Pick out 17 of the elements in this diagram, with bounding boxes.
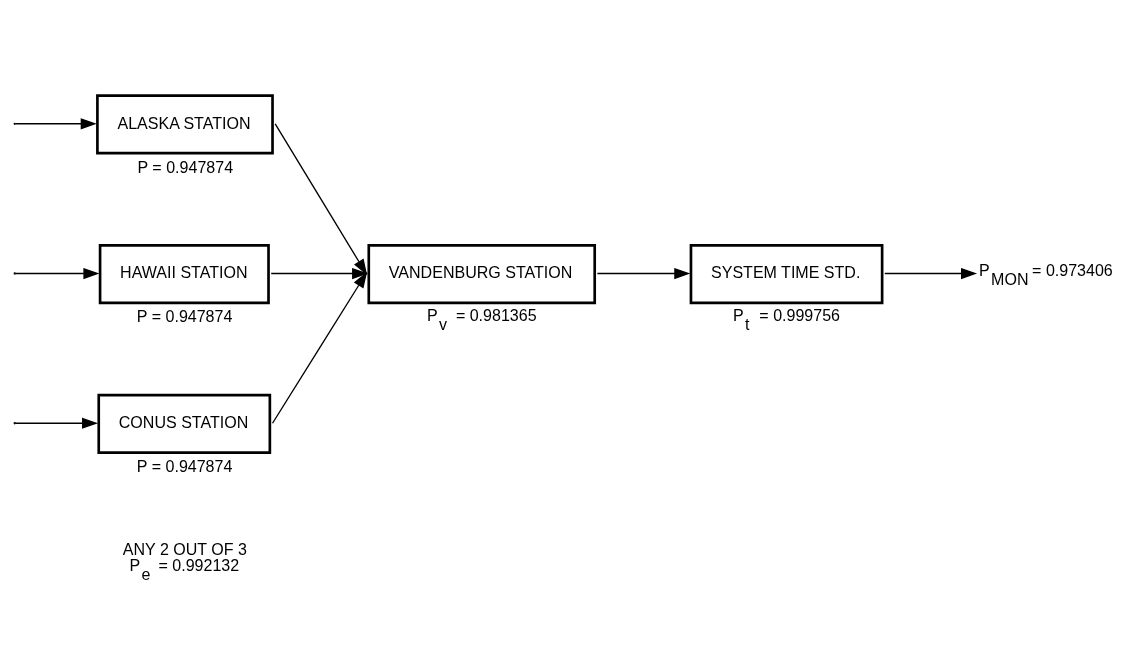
arrow <box>14 267 100 279</box>
arrow <box>14 417 99 429</box>
arrow <box>884 267 978 279</box>
node-box: HAWAII STATION <box>98 243 270 304</box>
arrow <box>274 122 368 275</box>
node-label: P = 0.947874 <box>136 306 233 325</box>
node-box: ALASKA STATION <box>96 93 274 155</box>
node-box: VANDENBURG STATION <box>367 243 597 304</box>
node-label: P = 0.947874 <box>137 157 234 176</box>
arrow <box>14 117 97 129</box>
label: ANY 2 OUT OF 3 <box>122 539 247 558</box>
arrow <box>270 267 369 279</box>
node-label: P = 0.947874 <box>136 456 233 475</box>
arrow <box>596 267 691 279</box>
node-box: SYSTEM TIME STD. <box>689 243 884 304</box>
node-box: CONUS STATION <box>97 393 272 454</box>
arrow <box>271 271 368 424</box>
